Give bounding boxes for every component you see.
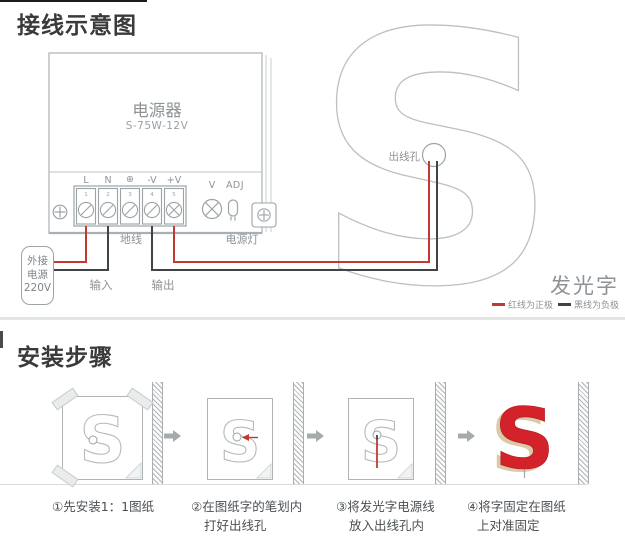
power-light-label: 电源灯 [225, 233, 259, 246]
letter-red-face: S [494, 398, 555, 484]
outlet-hole-label: 出线孔 [388, 151, 421, 163]
scan-artifact-left [0, 331, 3, 348]
svg-text:4: 4 [150, 192, 154, 198]
input-label: 输入 [89, 278, 113, 292]
black-wire-swatch [557, 303, 571, 306]
psu-model: S-75W-12V [125, 120, 189, 132]
luminous-sign-label: 发光字 [550, 274, 619, 298]
svg-text:3: 3 [128, 192, 132, 198]
wire-red-output [173, 161, 430, 263]
step2-template-paper: S [207, 398, 273, 480]
adj-trimmer-icon [227, 199, 239, 221]
next-step-arrow-icon [458, 430, 475, 442]
page-curl [125, 462, 142, 479]
output-label: 输出 [151, 278, 175, 292]
scan-artifact-top [0, 0, 147, 2]
screw-icon [257, 208, 271, 222]
pointer-arrow-icon [242, 434, 249, 441]
next-step-arrow-icon [307, 430, 324, 442]
step1-template-paper: S [51, 387, 154, 488]
voltage-label: V [208, 180, 216, 191]
legend-item-red: 红线为正极 [491, 298, 553, 311]
wire-black-input [51, 226, 109, 271]
terminal-numbers: 1 2 3 4 5 [84, 192, 176, 198]
wire-red-input [51, 226, 87, 263]
screw-icon [52, 204, 68, 220]
wiring-section-title: 接线示意图 [17, 13, 137, 39]
caption-line: ③将发光字电源线 [336, 499, 435, 514]
wall-strip [152, 382, 163, 484]
caption-line: ②在图纸字的笔划内 [191, 499, 303, 514]
terminal-label-L: L [83, 175, 89, 186]
power-lamp-icon [201, 198, 223, 220]
caption-line: 放入出线孔内 [349, 517, 425, 533]
page-curl [397, 463, 413, 479]
external-power-line: 220V [23, 282, 52, 295]
ground-wire-label: 地线 [120, 233, 142, 246]
terminal-label-ground-icon: ⊕ [126, 174, 134, 185]
wiring-diagram-canvas: S 1 2 3 4 5 [48, 0, 561, 320]
external-power-line: 电源 [27, 268, 48, 281]
template-letter-outline: S [79, 404, 125, 478]
letter-3d-side: S [490, 398, 551, 484]
caption-line: 打好出线孔 [204, 517, 267, 533]
legend-label: 黑线为负极 [573, 301, 619, 311]
svg-text:1: 1 [84, 192, 88, 198]
legend-label: 红线为正极 [507, 301, 553, 311]
red-wire-swatch [491, 303, 505, 306]
floor-line [0, 484, 588, 485]
terminal-label-posV: +V [166, 175, 182, 186]
next-step-arrow-icon [164, 430, 181, 442]
external-power-box: 外接 电源 220V [21, 246, 54, 305]
wire-legend: 红线为正极 黑线为负极 [491, 298, 619, 311]
wall-strip [578, 382, 589, 484]
caption-line: ④将字固定在图纸 [467, 499, 566, 514]
step4-finished-letter: S S [490, 398, 555, 484]
caption-line: ①先安装1：1图纸 [52, 499, 155, 514]
outlet-hole [421, 142, 447, 168]
adj-label: ADJ [225, 180, 245, 191]
wire-black-output [151, 161, 438, 271]
svg-text:2: 2 [106, 192, 110, 198]
step4-caption: ④将字固定在图纸 上对准固定 [467, 498, 566, 536]
page-curl [256, 463, 272, 479]
wall-strip [293, 382, 304, 484]
legend-item-black: 黑线为负极 [557, 298, 619, 311]
psu-name: 电源器 [132, 101, 182, 120]
hole-mark [88, 435, 98, 445]
step2-caption: ②在图纸字的笔划内 打好出线孔 [191, 498, 302, 536]
terminal-cells [75, 187, 185, 225]
template-letter-outline: S [220, 410, 260, 475]
terminal-label-negV: -V [147, 175, 157, 186]
drilled-hole [232, 432, 242, 442]
step3-caption: ③将发光字电源线 放入出线孔内 [336, 498, 435, 536]
step3-template-paper: S [348, 398, 414, 480]
terminal-label-N: N [104, 175, 112, 186]
step2-drawing: S [219, 409, 272, 479]
external-power-line: 外接 [27, 255, 48, 268]
svg-text:5: 5 [172, 192, 176, 198]
step1-caption: ①先安装1：1图纸 [52, 498, 154, 517]
caption-line: 上对准固定 [477, 517, 540, 533]
step3-drawing: S [360, 409, 413, 479]
template-letter-outline: S [361, 410, 401, 475]
wall-strip [435, 382, 446, 484]
section-divider [0, 317, 625, 320]
step1-drawing: S [79, 403, 142, 479]
install-section-title: 安装步骤 [17, 345, 113, 371]
